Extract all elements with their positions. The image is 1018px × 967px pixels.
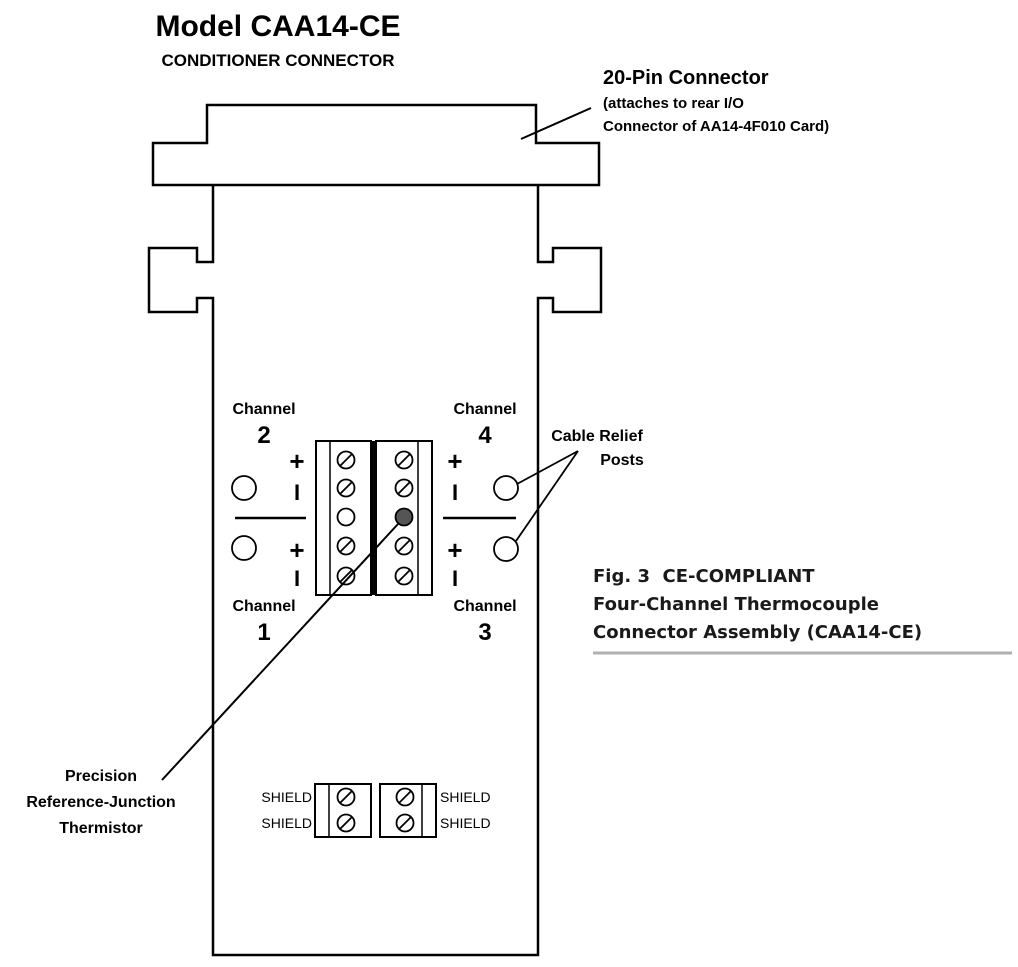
connector-leader-line — [520, 107, 592, 140]
channel-2-label: Channel — [232, 401, 295, 418]
shield-screw-terminal — [395, 813, 415, 833]
left-terminal-block — [315, 440, 372, 596]
screw-terminal — [336, 450, 356, 470]
polarity-plus: + — [447, 446, 462, 476]
diagram-title: Model CAA14-CE — [155, 10, 400, 43]
channel-1-label: Channel — [232, 598, 295, 615]
relief-post-top-left — [231, 475, 257, 501]
right-terminal-block — [375, 440, 433, 596]
circuit-board-outline — [147, 185, 603, 957]
shield-screw-terminal — [336, 787, 356, 807]
channel-3-number: 3 — [478, 619, 491, 646]
pin-connector-shell — [151, 103, 601, 187]
thermistor-label-line3: Thermistor — [59, 820, 143, 837]
polarity-plus: + — [289, 446, 304, 476]
diagram-subtitle: CONDITIONER CONNECTOR — [162, 51, 395, 70]
screw-terminal — [394, 536, 414, 556]
relief-post-bottom-right — [493, 536, 519, 562]
relief-post-top-right — [493, 475, 519, 501]
shield-label: SHIELD — [440, 789, 491, 805]
shield-terminal-block-left — [314, 783, 372, 838]
polarity-plus: + — [447, 535, 462, 565]
channel-4-number: 4 — [478, 422, 492, 449]
polarity-plus: + — [289, 535, 304, 565]
polarity-minus: I — [452, 566, 458, 591]
screw-terminal — [336, 478, 356, 498]
channel-2-number: 2 — [257, 422, 270, 449]
empty-terminal — [336, 507, 356, 527]
thermistor-icon — [394, 507, 414, 527]
channel-4-label: Channel — [453, 401, 516, 418]
shield-label: SHIELD — [261, 789, 312, 805]
thermistor-leader-line — [161, 523, 399, 781]
figure-caption-line1: Fig. 3 CE-COMPLIANT — [593, 566, 815, 587]
polarity-minus: I — [294, 480, 300, 505]
screw-terminal — [336, 536, 356, 556]
thermistor-label-line2: Reference-Junction — [26, 794, 175, 811]
cable-relief-label-line1: Cable Relief — [551, 428, 643, 445]
shield-label: SHIELD — [261, 815, 312, 831]
cable-relief-leader-line — [515, 450, 579, 542]
connector-callout-line1: (attaches to rear I/O — [603, 95, 744, 112]
cable-relief-leader-line — [516, 450, 579, 485]
channel-1-number: 1 — [257, 619, 270, 646]
screw-terminal — [394, 478, 414, 498]
screw-terminal — [394, 450, 414, 470]
channel-3-label: Channel — [453, 598, 516, 615]
relief-post-bottom-left — [231, 535, 257, 561]
screw-terminal — [336, 566, 356, 586]
thermistor-label-line1: Precision — [65, 768, 137, 785]
figure-caption-line2: Four-Channel Thermocouple — [593, 594, 879, 615]
shield-screw-terminal — [336, 813, 356, 833]
polarity-minus: I — [294, 566, 300, 591]
polarity-minus: I — [452, 480, 458, 505]
screw-terminal — [394, 566, 414, 586]
figure-caption-line3: Connector Assembly (CAA14-CE) — [593, 622, 922, 643]
connector-callout-heading: 20-Pin Connector — [603, 67, 769, 89]
shield-label: SHIELD — [440, 815, 491, 831]
shield-terminal-block-right — [379, 783, 437, 838]
shield-screw-terminal — [395, 787, 415, 807]
cable-relief-label-line2: Posts — [600, 452, 644, 469]
connector-callout-line2: Connector of AA14-4F010 Card) — [603, 118, 829, 135]
